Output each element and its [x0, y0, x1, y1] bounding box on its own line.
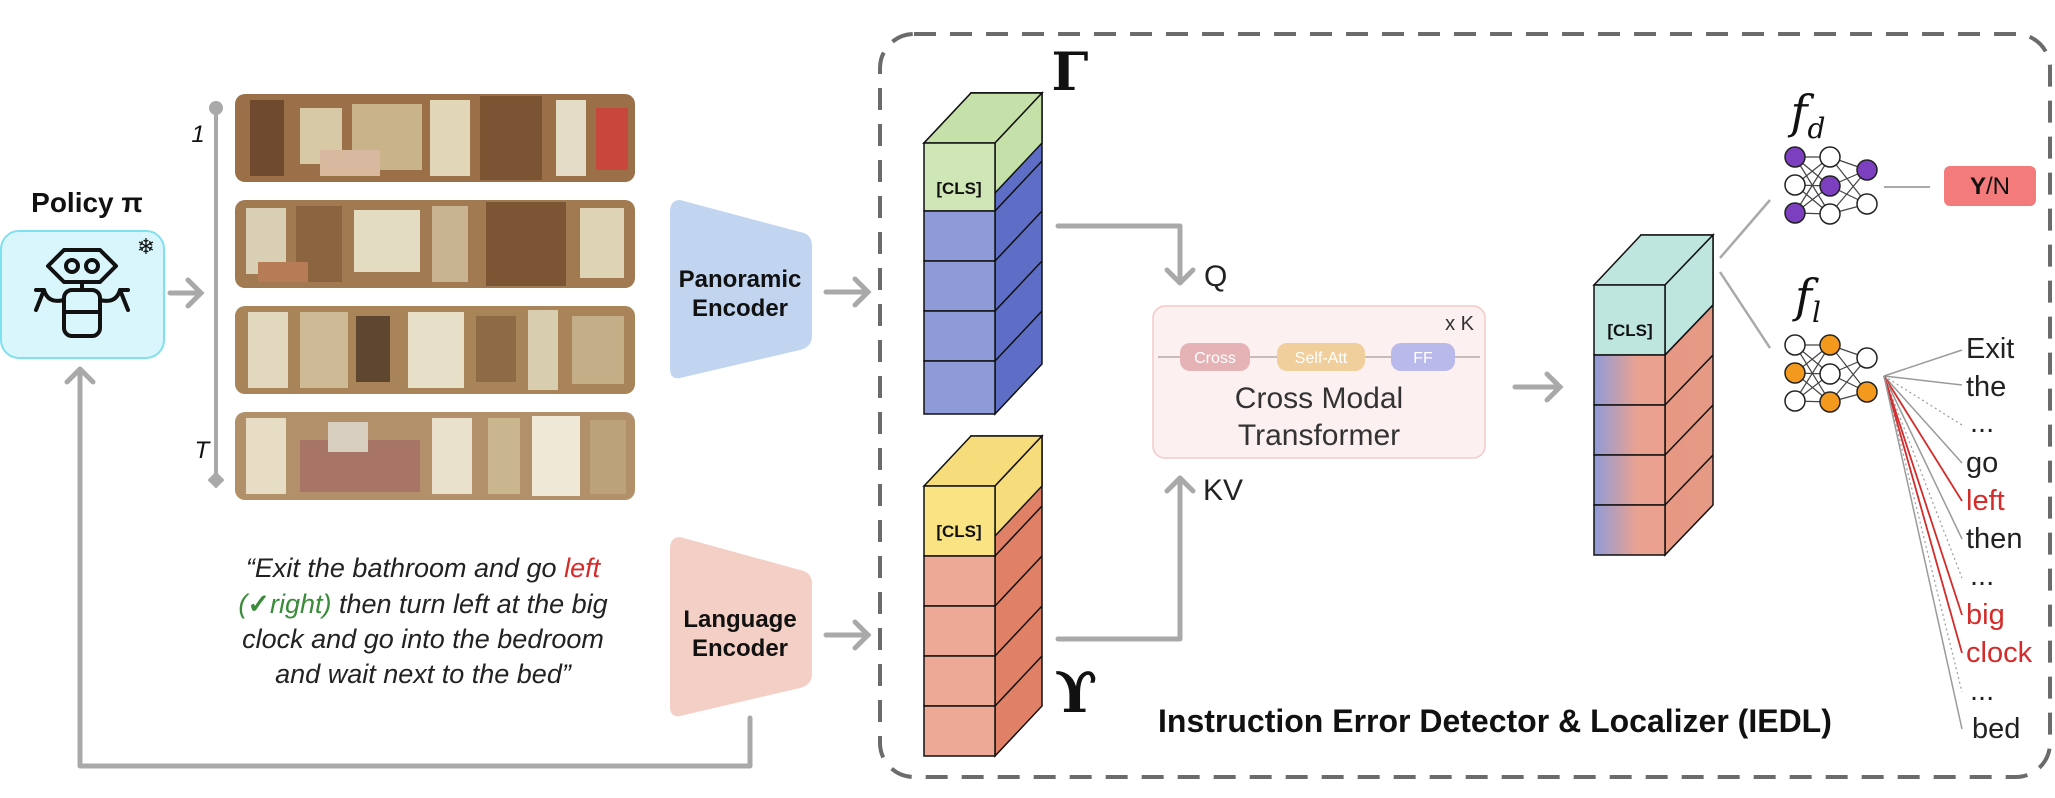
robot-icon: [34, 248, 130, 338]
head-connectors: [1718, 199, 1772, 349]
arrow-pano-encoder-to-tokens: [823, 276, 872, 308]
cross-block-label: Cross: [1194, 350, 1236, 367]
policy-box: [0, 230, 165, 359]
localizer-head-label: fl: [1792, 269, 1821, 329]
policy-title: Policy π: [31, 187, 143, 218]
snowflake-icon: ❄: [137, 234, 155, 259]
word-token-error: left: [1966, 485, 2005, 517]
svg-text:fd: fd: [1788, 85, 1826, 145]
svg-text:“Exit the bathroom and go left: “Exit the bathroom and go left: [246, 553, 602, 583]
timeline-end-label: T: [195, 437, 212, 464]
word-token: ...: [1970, 407, 1994, 439]
check-icon: ✓: [247, 589, 270, 619]
keyvalue-label: KV: [1203, 474, 1243, 507]
panorama-3: [235, 306, 635, 394]
word-token: the: [1966, 371, 2006, 403]
iedl-title: Instruction Error Detector & Localizer (…: [1158, 703, 1832, 739]
arrow-lang-encoder-to-tokens: [823, 619, 872, 651]
language-encoder-label-1: Language: [683, 606, 796, 633]
yes-no-label: Y/N: [1970, 173, 2010, 200]
arrow-transformer-to-fused: [1512, 371, 1564, 403]
panorama-2: [235, 200, 635, 288]
arrow-keyvalue: [1055, 475, 1196, 642]
visual-token-stack: [922, 91, 1044, 416]
error-word-left: left: [564, 553, 602, 583]
timeline-start-label: 1: [191, 121, 204, 148]
feedback-arrow: [64, 366, 753, 769]
visual-cls-label: [CLS]: [936, 179, 981, 198]
language-encoder-label-2: Encoder: [692, 635, 788, 662]
selfatt-block: [1277, 343, 1365, 371]
panoramic-encoder-label-2: Encoder: [692, 295, 788, 322]
arrow-policy-to-panoramas: [167, 277, 205, 309]
language-encoder: [670, 537, 812, 717]
localizer-fan: [1883, 349, 1963, 730]
fused-cls-label: [CLS]: [1607, 321, 1652, 340]
upsilon-symbol: ϒ: [1055, 660, 1098, 726]
localizer-network-icon: [1784, 334, 1878, 413]
repeat-label: x K: [1445, 313, 1475, 335]
word-token: then: [1966, 523, 2022, 555]
svg-text:(✓right) then turn left at the: (✓right) then turn left at the big: [238, 589, 607, 619]
detector-network-icon: [1784, 146, 1878, 225]
corrected-word-right: right): [270, 589, 332, 619]
instruction-text: “Exit the bathroom and go left (✓right) …: [238, 553, 607, 689]
svg-text:fl: fl: [1792, 269, 1821, 329]
svg-text:clock and go into the bedroom: clock and go into the bedroom: [242, 624, 604, 654]
word-token: ...: [1970, 560, 1994, 592]
arrow-query: [1055, 223, 1196, 286]
transformer-title-1: Cross Modal: [1235, 382, 1403, 415]
panoramic-encoder-label-1: Panoramic: [679, 266, 802, 293]
language-token-stack: [922, 434, 1044, 758]
fused-token-stack: [1592, 233, 1715, 557]
ff-block-label: FF: [1413, 350, 1433, 367]
word-token-error: big: [1966, 599, 2005, 631]
selfatt-block-label: Self-Att: [1295, 350, 1348, 367]
word-token: Exit: [1966, 333, 2014, 365]
ff-block: [1391, 343, 1455, 371]
yes-no-box: [1944, 166, 2036, 206]
panorama-1: [235, 94, 635, 182]
panorama-4: [235, 412, 635, 500]
panoramic-encoder: [670, 200, 812, 379]
cross-block: [1180, 343, 1250, 371]
word-token: ...: [1970, 675, 1994, 707]
instruction-word-list: Exit the ... go left then ... big clock …: [1966, 333, 2033, 745]
detector-head-label: fd: [1788, 85, 1826, 145]
timeline-start-dot: [209, 101, 223, 115]
timeline-end-diamond: [207, 471, 225, 489]
query-label: Q: [1204, 260, 1227, 293]
iedl-frame: [878, 32, 2052, 779]
word-token-error: clock: [1966, 637, 2033, 669]
language-cls-label: [CLS]: [936, 522, 981, 541]
word-token: go: [1966, 447, 1998, 479]
word-token: bed: [1972, 713, 2020, 745]
svg-text:and wait next to the bed”: and wait next to the bed”: [275, 659, 572, 689]
transformer-title-2: Transformer: [1238, 419, 1400, 452]
gamma-symbol: Γ: [1052, 42, 1089, 103]
